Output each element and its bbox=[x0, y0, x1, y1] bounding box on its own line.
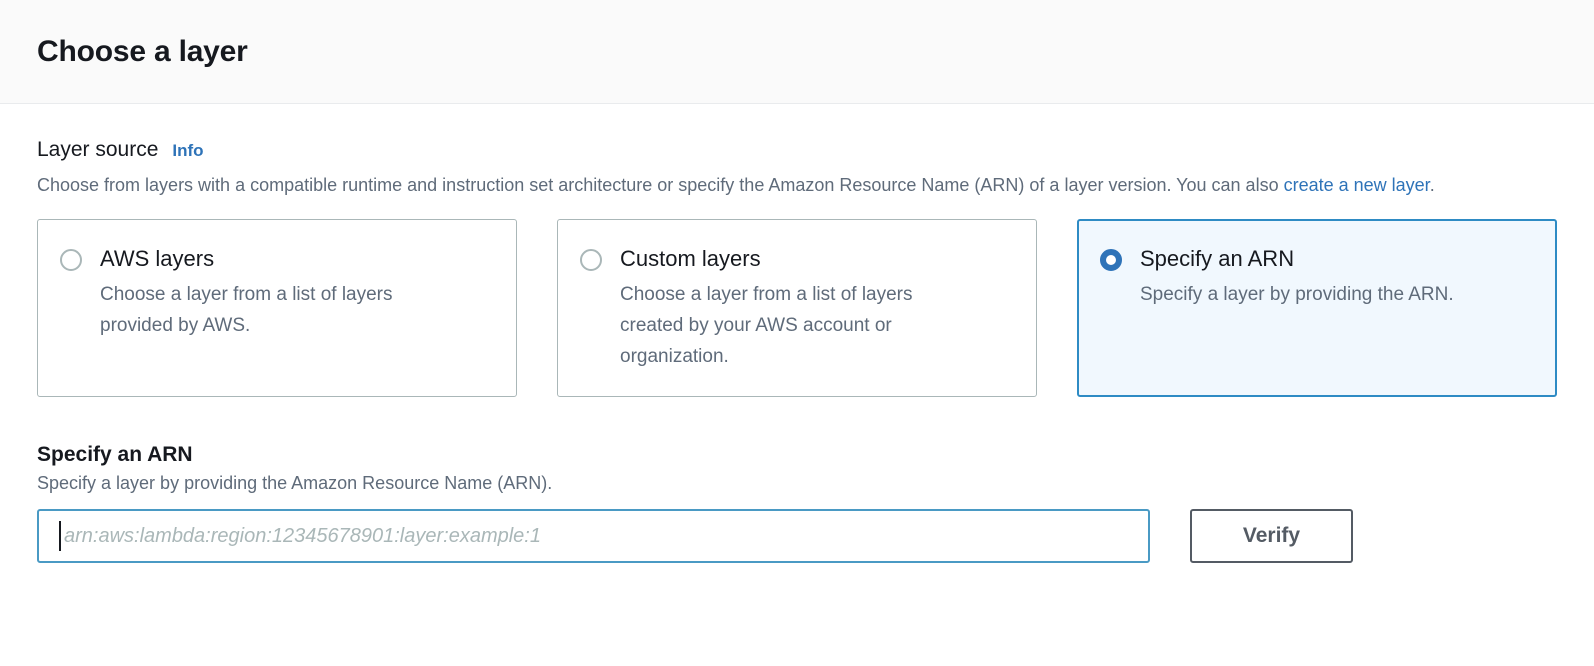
radio-checked-icon[interactable] bbox=[1100, 249, 1122, 271]
radio-card-custom-layers-texts: Custom layers Choose a layer from a list… bbox=[620, 244, 980, 376]
text-cursor bbox=[59, 521, 61, 551]
radio-card-custom-layers[interactable]: Custom layers Choose a layer from a list… bbox=[557, 219, 1037, 397]
radio-card-aws-layers-texts: AWS layers Choose a layer from a list of… bbox=[100, 244, 460, 376]
radio-card-aws-layers-title: AWS layers bbox=[100, 246, 215, 271]
dialog-header: Choose a layer bbox=[0, 0, 1594, 104]
radio-unchecked-icon[interactable] bbox=[580, 249, 602, 271]
info-link[interactable]: Info bbox=[172, 141, 204, 160]
create-a-new-layer-link[interactable]: create a new layer bbox=[1283, 175, 1430, 195]
layer-source-description: Choose from layers with a compatible run… bbox=[37, 170, 1467, 201]
radio-card-specify-an-arn-title: Specify an ARN bbox=[1140, 246, 1295, 271]
specify-arn-section-title: Specify an ARN bbox=[37, 443, 193, 466]
radio-card-custom-layers-title: Custom layers bbox=[620, 246, 761, 271]
specify-arn-section-description: Specify a layer by providing the Amazon … bbox=[37, 473, 553, 493]
layer-source-radio-group: AWS layers Choose a layer from a list of… bbox=[37, 219, 1557, 397]
layer-source-description-text-1: Choose from layers with a compatible run… bbox=[37, 175, 1284, 195]
arn-input-row: Verify bbox=[37, 509, 1557, 563]
layer-source-label: Layer source bbox=[37, 138, 159, 161]
dialog-body: Layer source Info Choose from layers wit… bbox=[0, 104, 1594, 563]
arn-input-wrapper bbox=[37, 509, 1150, 563]
radio-card-custom-layers-description: Choose a layer from a list of layers cre… bbox=[620, 284, 913, 367]
verify-button[interactable]: Verify bbox=[1190, 509, 1353, 563]
radio-card-specify-an-arn-texts: Specify an ARN Specify a layer by provid… bbox=[1140, 244, 1454, 376]
radio-card-aws-layers-description: Choose a layer from a list of layers pro… bbox=[100, 284, 393, 336]
page-title: Choose a layer bbox=[37, 34, 248, 68]
radio-card-specify-an-arn-description: Specify a layer by providing the ARN. bbox=[1140, 284, 1454, 305]
layer-source-description-text-2: . bbox=[1429, 175, 1435, 195]
layer-source-label-row: Layer source Info bbox=[37, 138, 1557, 162]
arn-input[interactable] bbox=[37, 509, 1150, 563]
radio-card-specify-an-arn[interactable]: Specify an ARN Specify a layer by provid… bbox=[1077, 219, 1557, 397]
radio-card-aws-layers[interactable]: AWS layers Choose a layer from a list of… bbox=[37, 219, 517, 397]
radio-unchecked-icon[interactable] bbox=[60, 249, 82, 271]
